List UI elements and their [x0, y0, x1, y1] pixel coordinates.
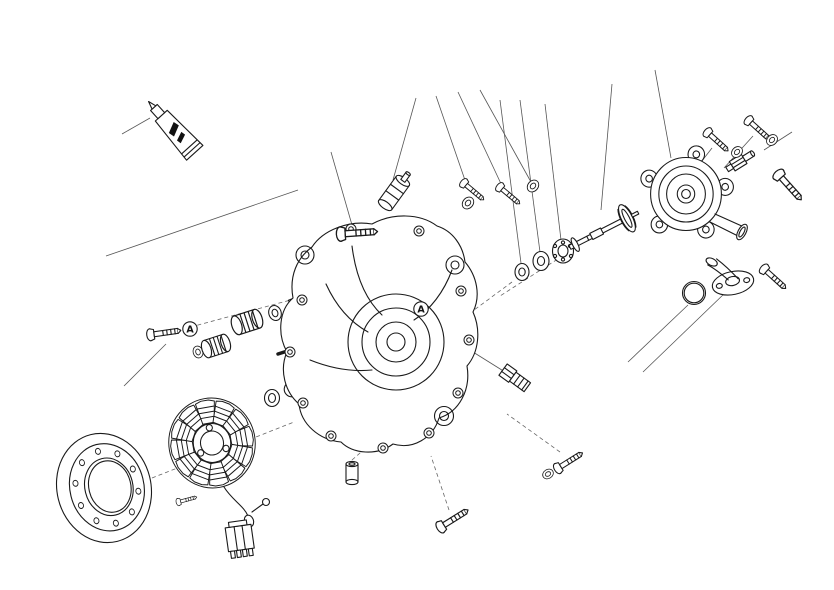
- callout-a-left: A: [182, 321, 198, 337]
- shim-washer-small: [514, 262, 530, 282]
- cover-screw-2: [493, 180, 524, 209]
- callout-a-cover: A: [413, 301, 429, 317]
- pump-bolt-1: [700, 125, 733, 156]
- callout-a-cover-label: A: [417, 305, 425, 316]
- side-screw-washer: [540, 466, 556, 482]
- outlet-flange: [705, 257, 755, 296]
- sealant-tube: [148, 100, 204, 161]
- cover-washer-1: [459, 194, 477, 212]
- needle-bearing-front: [198, 332, 234, 360]
- wiring-connector: [223, 486, 271, 559]
- ball-bearing: [551, 238, 575, 264]
- flywheel-rotor: [55, 432, 153, 544]
- bottom-screw: [433, 504, 472, 536]
- callout-a-left-label: A: [186, 325, 194, 336]
- generator-cover: [280, 215, 479, 454]
- water-pump-cover: [637, 143, 748, 242]
- hose-union: [725, 150, 756, 173]
- needle-bearing-rear: [228, 307, 266, 337]
- seal-washer: [263, 388, 281, 408]
- water-pump-shaft: [568, 204, 640, 252]
- spacer-bushing: [345, 460, 359, 486]
- stator-screw: [174, 493, 199, 507]
- spacer-washer: [266, 303, 284, 323]
- rotor-bolt: [145, 324, 183, 342]
- bolt-right: [770, 166, 807, 205]
- bolt-lower-right: [757, 261, 791, 294]
- stator: [168, 397, 256, 489]
- hex-plug: [498, 363, 532, 393]
- o-ring: [681, 280, 707, 306]
- side-screw: [551, 447, 587, 476]
- cover-washer-2: [524, 177, 542, 195]
- shim-washer-large: [532, 250, 550, 272]
- breather-cylinder: [377, 171, 411, 212]
